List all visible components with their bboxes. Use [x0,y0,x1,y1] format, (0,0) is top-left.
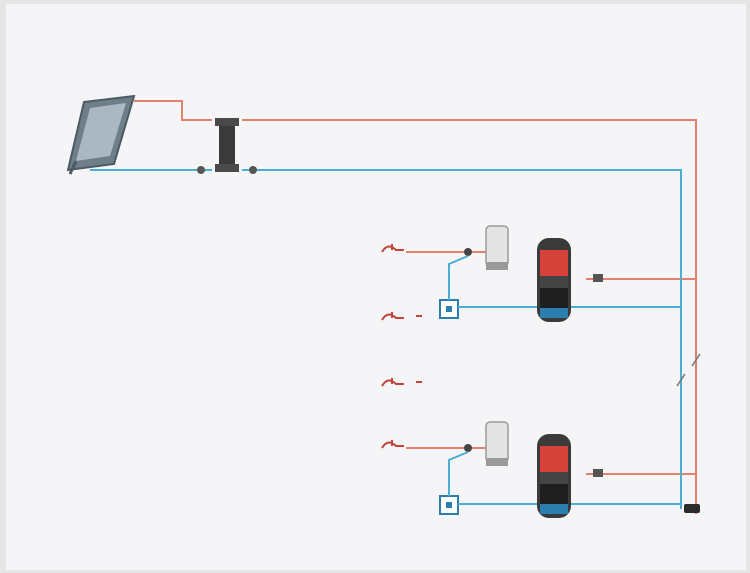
faucet-icon[interactable] [381,244,404,253]
pump-icon[interactable] [593,274,603,282]
mixer-cold-line [448,451,469,496]
unit-upper [381,225,603,322]
pump-icon[interactable] [464,248,472,256]
pump-icon[interactable] [464,444,472,452]
valve-icon[interactable] [676,353,701,387]
faucet-icon[interactable] [381,378,422,387]
water-heater-icon[interactable] [485,421,509,466]
exchanger-to-riser-hot-pipe [242,119,697,514]
storage-tank-icon[interactable] [537,238,571,322]
pump-icon[interactable] [593,469,603,477]
unit-lower [381,421,603,518]
hot-supply-loop [134,100,697,514]
faucet-icon[interactable] [381,440,404,449]
water-heater-icon[interactable] [485,225,509,270]
storage-tank-icon[interactable] [537,434,571,518]
system-diagram-canvas [6,4,746,570]
solar-hot-water-schematic [66,94,701,518]
solar-collector-icon[interactable] [66,94,136,175]
heat-exchanger-icon[interactable] [197,118,257,174]
mixer-cold-line [448,255,469,300]
cold-return-loop [90,169,682,509]
collector-to-exchanger-hot-pipe [134,100,212,121]
faucet-icon[interactable] [381,312,422,321]
junction-box-icon[interactable] [684,504,700,513]
exchanger-to-riser-cold-pipe [242,169,682,509]
